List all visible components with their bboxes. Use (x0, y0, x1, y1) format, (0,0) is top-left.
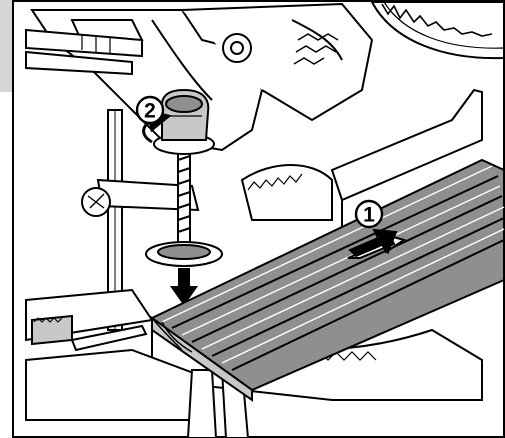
illustration-frame: 1 2 (12, 0, 505, 438)
workpiece-board (150, 158, 505, 402)
clamp-post (107, 109, 123, 331)
callout-2: 2 (135, 95, 165, 125)
page-edge-tab (0, 0, 13, 92)
clamp-knob (153, 88, 215, 155)
push-arrow-icon (347, 228, 407, 259)
callout-1-label: 1 (363, 204, 375, 227)
callout-1: 1 (354, 199, 384, 229)
clamp-arm (81, 178, 200, 217)
saw-blade (370, 1, 505, 60)
base-table (25, 164, 483, 421)
miter-saw-clamp-illustration: 1 2 (12, 0, 505, 438)
clamp-foot (145, 241, 223, 267)
slide-rails (25, 28, 143, 76)
down-arrow-icon (170, 268, 198, 306)
clamp-screw (177, 149, 191, 251)
callout-2-label: 2 (144, 100, 156, 123)
